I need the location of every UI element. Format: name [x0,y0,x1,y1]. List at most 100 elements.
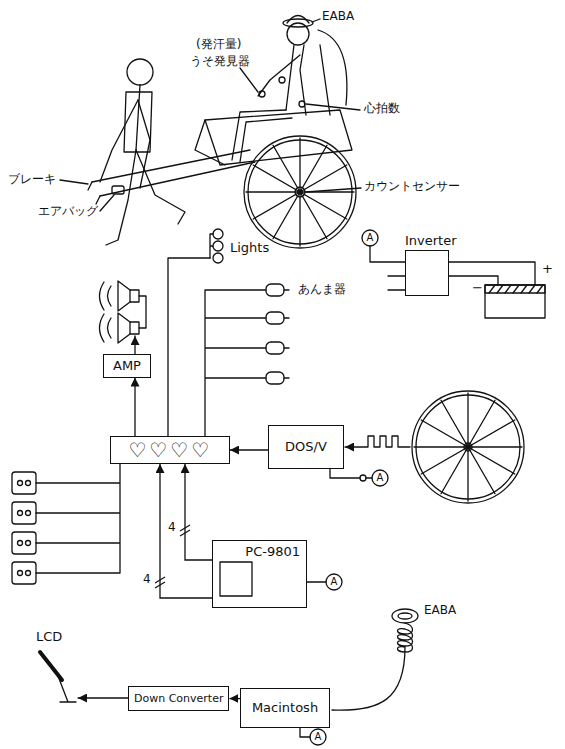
massage-device [266,372,284,384]
computer-box: Macintosh [240,688,330,728]
lcd-display [58,676,76,702]
wall-outlet [18,511,23,516]
power-plug [310,729,326,745]
battery-symbol [485,285,545,318]
speaker-symbol [139,296,146,328]
massage-device [266,342,284,354]
massage-device [266,284,284,296]
signal-connector [229,698,240,699]
speaker-symbol [100,282,112,310]
speaker-symbol [118,281,130,311]
wall-outlet [36,460,120,573]
puller-figure [100,59,185,245]
wheel-sensor [412,391,524,503]
passenger-figure [299,101,305,107]
passenger-figure [240,118,292,162]
light-bulbs [213,229,223,239]
wheel-sensor [345,436,410,447]
speaker-symbol [130,322,139,334]
rickshaw-wheel [244,136,356,248]
speaker-symbol [100,281,147,354]
wheel-sensor [414,393,522,501]
puller-figure [124,92,152,152]
box-label: Down Converter [134,692,223,705]
computer-box: DOS/V [268,425,344,469]
rickshaw-shafts [92,150,250,182]
leader-line [240,68,258,92]
computer-box: PC-9801 [212,540,307,608]
light-bulbs [168,229,223,440]
wheel-sensor [345,391,524,503]
passenger-figure [279,77,285,83]
bus-width-label: 4 [167,521,177,535]
speaker-symbol [130,290,139,302]
rickshaw-carriage [205,110,352,165]
wall-outlet [18,541,23,546]
battery-symbol [485,285,545,293]
signal-connector [134,378,135,436]
light-bulbs [213,241,223,251]
wall-outlet [12,562,36,584]
lcd-display [78,697,128,698]
eaba-sensor [332,623,413,710]
box-label: DOS/V [285,439,327,455]
amp-box: AMP [103,354,151,378]
wall-outlet [26,571,31,576]
puller-figure [127,59,153,85]
box-label: Macintosh [252,700,318,716]
box-label: PC-9801 [245,544,300,560]
box-heading: Inverter [405,233,457,249]
power-plug [366,477,372,478]
massage-device [266,312,284,324]
sensor-label: うそ発見器 [190,55,250,69]
battery-symbol [489,285,543,293]
wall-outlet [26,541,31,546]
speaker-symbol [100,314,112,342]
passenger-figure [259,91,265,97]
rickshaw-carriage [195,30,352,165]
leader-line [306,104,360,110]
part-label: LCD [36,630,62,645]
leader-line [60,180,88,184]
box-label: AMP [113,358,141,374]
bus-slash [180,525,190,536]
bus-width-label: 4 [142,573,152,587]
puller-figure [106,150,136,245]
polarity-sign: − [472,281,483,296]
signal-connector [160,464,212,598]
eaba-sensor [398,613,412,619]
wall-outlet [18,481,23,486]
part-label: ブレーキ [8,173,56,187]
power-mark: A [315,731,322,743]
inverter-wiring [448,262,535,285]
rickshaw-carriage [320,45,330,115]
part-label: あんま器 [298,283,346,297]
power-plug [326,574,342,590]
inverter-box [405,250,449,296]
rickshaw-wheel [246,138,354,246]
rickshaw-shafts [112,186,124,194]
rickshaw-shafts [100,162,255,196]
power-plug [307,581,326,582]
sensor-label: カウントセンサー [364,180,460,194]
leader-line [100,195,114,211]
power-plug [300,727,310,737]
power-plug [330,469,360,478]
battery-symbol [485,285,545,318]
box-label: ♡♡♡♡ [128,438,212,462]
light-bulbs [213,253,223,263]
rickshaw-shafts [88,182,100,204]
speaker-symbol [134,336,135,354]
lcd-display [40,652,128,702]
wall-outlet [12,532,36,554]
eaba-sensor [332,609,418,710]
eaba-sensor [392,609,418,623]
passenger-figure [258,55,300,96]
speaker-symbol [118,313,130,343]
wall-outlet [26,481,31,486]
inverter-wiring [370,246,406,290]
wall-outlet [12,472,36,494]
rickshaw-carriage [195,120,225,165]
pc-inner-board [220,562,252,596]
